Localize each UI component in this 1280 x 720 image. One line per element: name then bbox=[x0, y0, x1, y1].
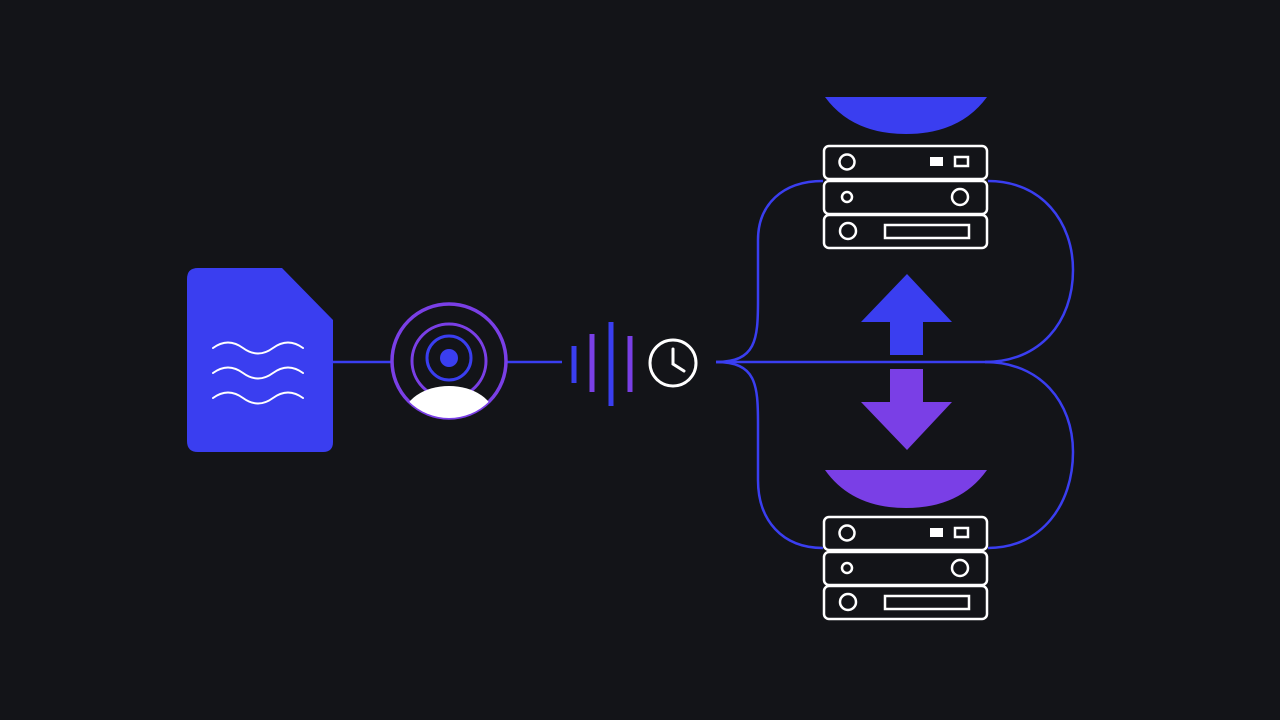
center-dot bbox=[440, 349, 458, 367]
server-rack-icon bbox=[822, 144, 989, 250]
bottom-server-loop-path bbox=[984, 360, 1075, 550]
clock-icon bbox=[648, 338, 698, 388]
branch-lower-path bbox=[715, 360, 824, 550]
down-arrow bbox=[861, 369, 952, 450]
audio-file-icon bbox=[187, 268, 333, 452]
top-bowl bbox=[825, 97, 987, 134]
listener-target-icon bbox=[390, 302, 508, 420]
sound-wave-icon bbox=[571, 322, 633, 406]
wave-lines bbox=[212, 341, 304, 405]
inner-ring bbox=[425, 334, 473, 382]
top-server-loop-path bbox=[984, 179, 1075, 364]
server-rack-icon bbox=[822, 515, 989, 621]
bottom-server-group bbox=[822, 470, 989, 621]
bottom-bowl bbox=[825, 470, 987, 508]
listener-base bbox=[403, 386, 495, 418]
branch-upper-path bbox=[715, 179, 824, 364]
connector-lines bbox=[332, 179, 1075, 550]
top-server-group bbox=[822, 97, 989, 250]
up-arrow bbox=[861, 274, 952, 355]
up-down-arrows-icon bbox=[861, 274, 952, 450]
file-body bbox=[187, 268, 333, 452]
